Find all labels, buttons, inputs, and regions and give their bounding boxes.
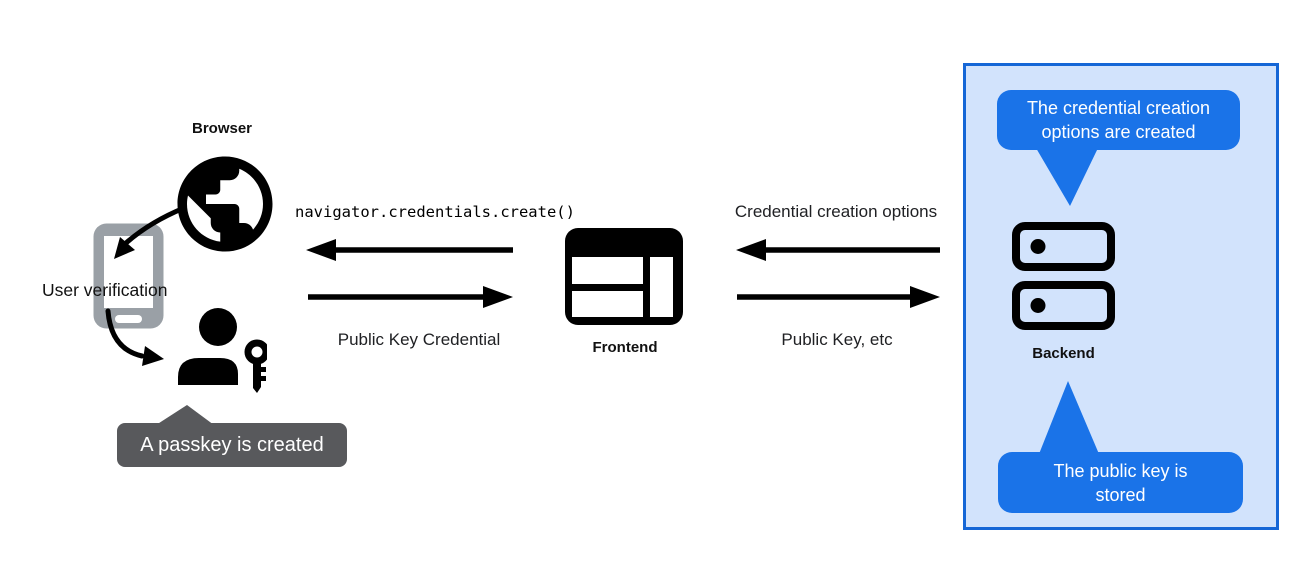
public-key-credential-label: Public Key Credential bbox=[337, 330, 501, 349]
arrow-public-key-credential bbox=[308, 286, 513, 308]
credential-creation-options-label: Credential creation options bbox=[734, 202, 938, 221]
browser-label: Browser bbox=[191, 120, 253, 137]
globe-icon bbox=[177, 156, 273, 252]
arrow-create-call bbox=[306, 239, 513, 261]
public-key-etc-label: Public Key, etc bbox=[781, 330, 893, 349]
public-key-stored-bubble: The public key is stored bbox=[998, 452, 1243, 513]
backend-label: Backend bbox=[1032, 345, 1095, 362]
passkey-created-text: A passkey is created bbox=[140, 433, 324, 456]
phone-icon bbox=[93, 223, 164, 329]
server-stack-icon bbox=[1012, 222, 1115, 330]
passkey-tooltip-pointer bbox=[156, 405, 214, 425]
arrow-credential-creation-options bbox=[736, 239, 940, 261]
options-created-text: The credential creation options are crea… bbox=[1026, 98, 1211, 142]
frontend-label: Frontend bbox=[592, 339, 658, 356]
browser-window-icon bbox=[565, 228, 683, 325]
public-key-stored-text: The public key is stored bbox=[1053, 460, 1188, 505]
create-call-label: navigator.credentials.create() bbox=[295, 203, 575, 221]
arrow-public-key-etc bbox=[737, 286, 940, 308]
user-verification-label: User verification bbox=[42, 280, 168, 300]
person-key-icon bbox=[178, 308, 267, 393]
passkey-created-tooltip: A passkey is created bbox=[117, 423, 347, 467]
options-created-bubble: The credential creation options are crea… bbox=[997, 90, 1240, 150]
